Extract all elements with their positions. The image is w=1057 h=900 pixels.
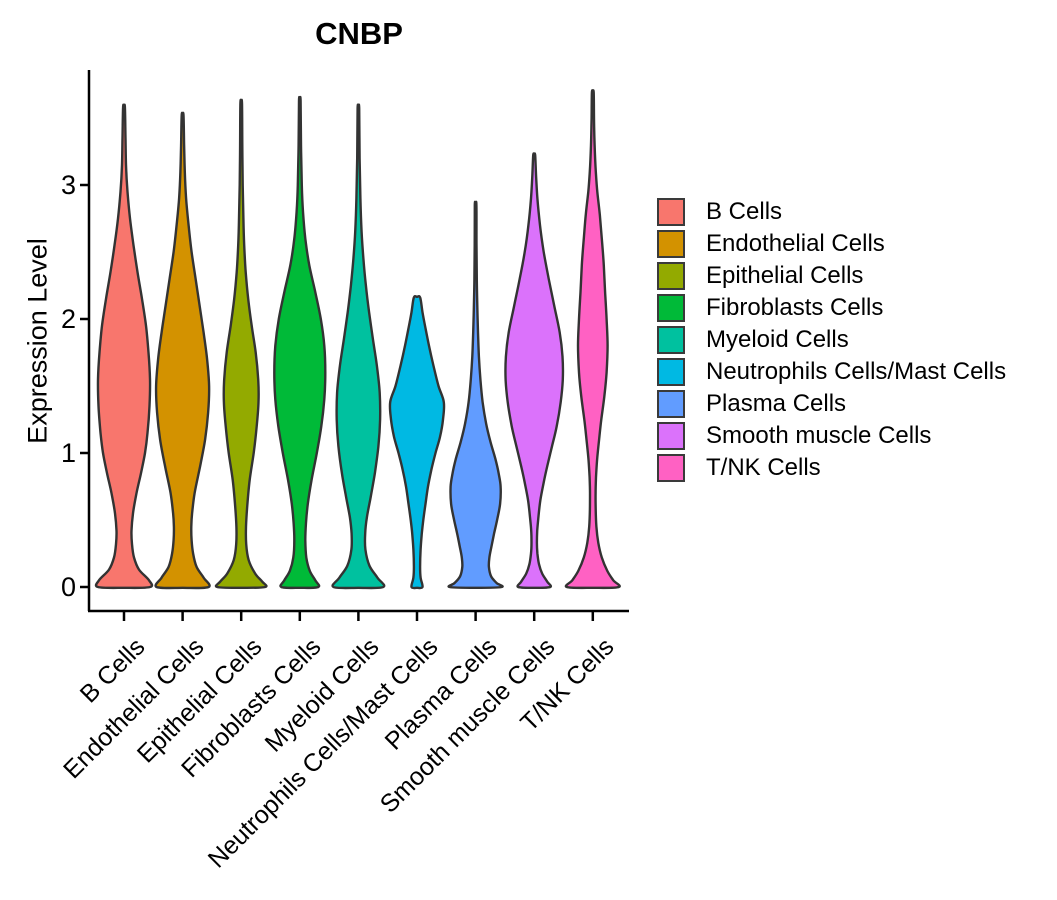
y-tick-label-0: 0 <box>60 572 76 602</box>
legend-key-swatch <box>657 454 685 482</box>
violin-endothelial-cells <box>154 111 211 590</box>
legend-label: Endothelial Cells <box>706 230 885 257</box>
legend-key-swatch <box>657 358 685 386</box>
legend-item-fibroblasts-cells: Fibroblasts Cells <box>657 294 1006 322</box>
legend-key-swatch <box>657 198 685 226</box>
legend-key-swatch <box>657 230 685 258</box>
legend-item-plasma-cells: Plasma Cells <box>657 390 1006 418</box>
violin-b-cells <box>94 103 154 590</box>
legend-item-smooth-muscle-cells: Smooth muscle Cells <box>657 422 1006 450</box>
y-tick-label-2: 2 <box>60 304 76 334</box>
legend-key-swatch <box>657 294 685 322</box>
legend-label: Smooth muscle Cells <box>706 422 932 449</box>
legend-item-myeloid-cells: Myeloid Cells <box>657 326 1006 354</box>
y-tick-label-3: 3 <box>60 170 76 200</box>
legend-key-swatch <box>657 326 685 354</box>
legend-label: Neutrophils Cells/Mast Cells <box>706 358 1007 385</box>
violin-plasma-cells <box>447 200 504 589</box>
legend-item-endothelial-cells: Endothelial Cells <box>657 230 1006 258</box>
legend-item-b-cells: B Cells <box>657 198 1006 226</box>
legend-label: Epithelial Cells <box>706 262 864 289</box>
legend-key-swatch <box>657 262 685 290</box>
violin-myeloid-cells <box>331 103 386 590</box>
legend-item-neutrophils-cells-mast-cells: Neutrophils Cells/Mast Cells <box>657 358 1006 386</box>
legend-key-swatch <box>657 422 685 450</box>
plot-area <box>80 70 629 621</box>
legend-label: B Cells <box>706 198 783 225</box>
violin-neutrophils-cells-mast-cells <box>388 295 446 590</box>
legend-label: Fibroblasts Cells <box>706 294 884 321</box>
violin-epithelial-cells <box>214 98 268 590</box>
legend-label: Plasma Cells <box>706 390 847 417</box>
violin-smooth-muscle-cells <box>504 152 565 590</box>
violin-fibroblasts-cells <box>273 95 327 590</box>
legend-label: Myeloid Cells <box>706 326 849 353</box>
legend-item-epithelial-cells: Epithelial Cells <box>657 262 1006 290</box>
legend-key-swatch <box>657 390 685 418</box>
violin-t-nk-cells <box>564 89 621 590</box>
y-tick-label-1: 1 <box>60 438 76 468</box>
legend-item-t-nk-cells: T/NK Cells <box>657 454 1006 482</box>
chart-title: CNBP <box>315 16 403 51</box>
legend-label: T/NK Cells <box>706 454 821 481</box>
